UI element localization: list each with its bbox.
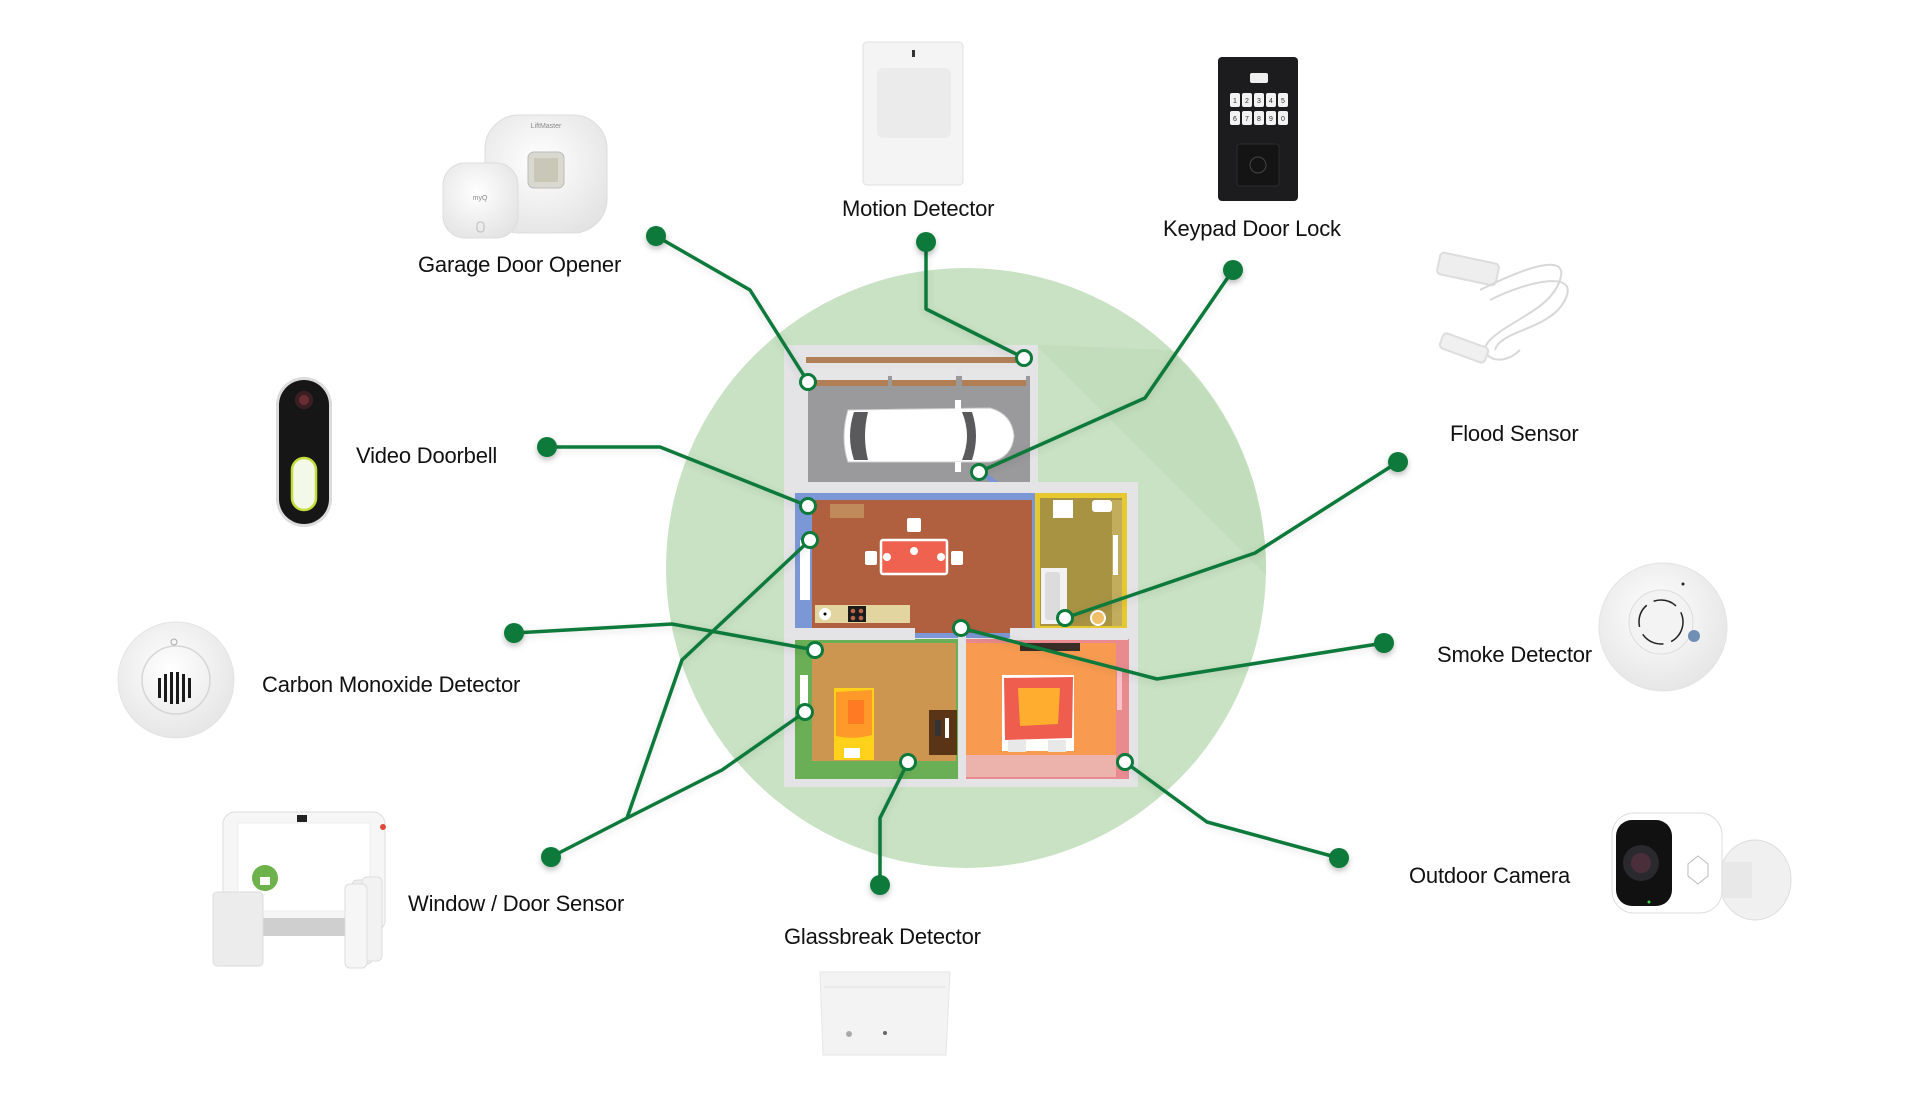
endpoint-garage-door-opener[interactable]	[799, 373, 817, 391]
keypad-lock-icon: 1 2 3 4 5 6 7 8 9 0	[1218, 57, 1298, 201]
connector-flood-sensor	[1064, 460, 1399, 620]
endpoint-keypad-door-lock[interactable]	[970, 463, 988, 481]
label-smoke-detector: Smoke Detector	[1437, 642, 1592, 667]
keypad-key	[1254, 111, 1264, 125]
room-garage	[784, 345, 1038, 489]
keypad-key-label: 6	[1233, 116, 1237, 123]
keypad-key-label: 2	[1245, 98, 1249, 105]
smoke-detector-icon	[1598, 562, 1728, 692]
dot-video-doorbell	[537, 437, 557, 457]
label-flood-sensor: Flood Sensor	[1450, 421, 1579, 446]
dot-window-door-sensor	[541, 847, 561, 867]
keypad-key	[1266, 93, 1276, 107]
coverage-shadow-band	[1036, 345, 1267, 575]
room-bedroom-2	[965, 639, 1129, 779]
keypad-key-label: 1	[1233, 98, 1237, 105]
connector-outdoor-camera	[1123, 760, 1340, 860]
endpoint-smoke-detector[interactable]	[952, 619, 970, 637]
motion-detector-icon	[862, 41, 964, 186]
glassbreak-detector-icon	[819, 971, 951, 1056]
label-glassbreak-detector: Glassbreak Detector	[784, 924, 981, 949]
window-door-sensor-icon	[212, 811, 386, 969]
room-bedroom-1	[795, 639, 958, 779]
endpoint-window-sensor-bedroom[interactable]	[796, 703, 814, 721]
keypad-key-label: 7	[1245, 116, 1249, 123]
label-video-doorbell: Video Doorbell	[356, 443, 498, 468]
connector-keypad-door-lock	[978, 269, 1235, 474]
keypad-key	[1230, 111, 1240, 125]
connector-video-doorbell	[547, 445, 809, 508]
dot-smoke-detector	[1374, 633, 1394, 653]
room-kitchen-dining	[795, 493, 1035, 638]
connector-motion-detector	[924, 242, 1025, 360]
keypad-key	[1242, 93, 1252, 107]
keypad-key-label: 4	[1269, 98, 1273, 105]
keypad-key-label: 5	[1281, 98, 1285, 105]
endpoint-co-detector[interactable]	[806, 641, 824, 659]
keypad-key	[1254, 93, 1264, 107]
endpoint-window-sensor-kitchen[interactable]	[801, 531, 819, 549]
dot-keypad-door-lock	[1223, 260, 1243, 280]
keypad-key-label: 0	[1281, 116, 1285, 123]
keypad-key	[1278, 93, 1288, 107]
dot-garage-door-opener	[646, 226, 666, 246]
label-outdoor-camera: Outdoor Camera	[1409, 863, 1571, 888]
dot-motion-detector	[916, 232, 936, 252]
label-garage-door-opener: Garage Door Opener	[418, 252, 622, 277]
keypad-key	[1266, 111, 1276, 125]
label-window-door-sensor: Window / Door Sensor	[408, 891, 625, 916]
label-motion-detector: Motion Detector	[842, 196, 995, 221]
connector-co-detector	[513, 622, 816, 652]
keypad-key	[1242, 111, 1252, 125]
dot-outdoor-camera	[1329, 848, 1349, 868]
co-detector-icon	[117, 621, 235, 739]
endpoint-glassbreak-detector[interactable]	[899, 753, 917, 771]
label-dots	[504, 226, 1408, 895]
keypad-key	[1230, 93, 1240, 107]
connector-smoke-detector	[960, 626, 1385, 681]
connector-lines	[513, 234, 1399, 885]
endpoint-motion-detector[interactable]	[1015, 349, 1033, 367]
endpoint-flood-sensor[interactable]	[1056, 609, 1074, 627]
dot-flood-sensor	[1388, 452, 1408, 472]
endpoint-outdoor-camera[interactable]	[1116, 753, 1134, 771]
keypad-key-label: 3	[1257, 98, 1261, 105]
connector-window-sensor-b	[550, 710, 807, 859]
device-endpoints	[796, 349, 1134, 771]
svg-text:myQ: myQ	[473, 195, 488, 202]
car-icon	[843, 400, 1015, 472]
dot-co-detector	[504, 623, 524, 643]
keypad-key	[1278, 111, 1288, 125]
video-doorbell-icon	[276, 377, 332, 527]
dot-glassbreak-detector	[870, 875, 890, 895]
connector-window-sensor-a	[625, 538, 812, 819]
label-co-detector: Carbon Monoxide Detector	[262, 672, 521, 697]
garage-door-opener-icon: LiftMaster myQ	[442, 114, 608, 239]
outdoor-camera-icon	[1611, 812, 1792, 921]
floor-plan	[784, 345, 1138, 787]
connector-glassbreak-detector	[878, 761, 910, 885]
flood-sensor-icon	[1436, 251, 1569, 364]
keypad-key-label: 8	[1257, 116, 1261, 123]
svg-text:LiftMaster: LiftMaster	[531, 123, 562, 130]
keypad-key-label: 9	[1269, 116, 1273, 123]
connector-garage-door-opener	[655, 234, 810, 383]
room-bathroom	[1035, 493, 1127, 631]
label-keypad-door-lock: Keypad Door Lock	[1163, 216, 1341, 241]
endpoint-video-doorbell[interactable]	[799, 497, 817, 515]
